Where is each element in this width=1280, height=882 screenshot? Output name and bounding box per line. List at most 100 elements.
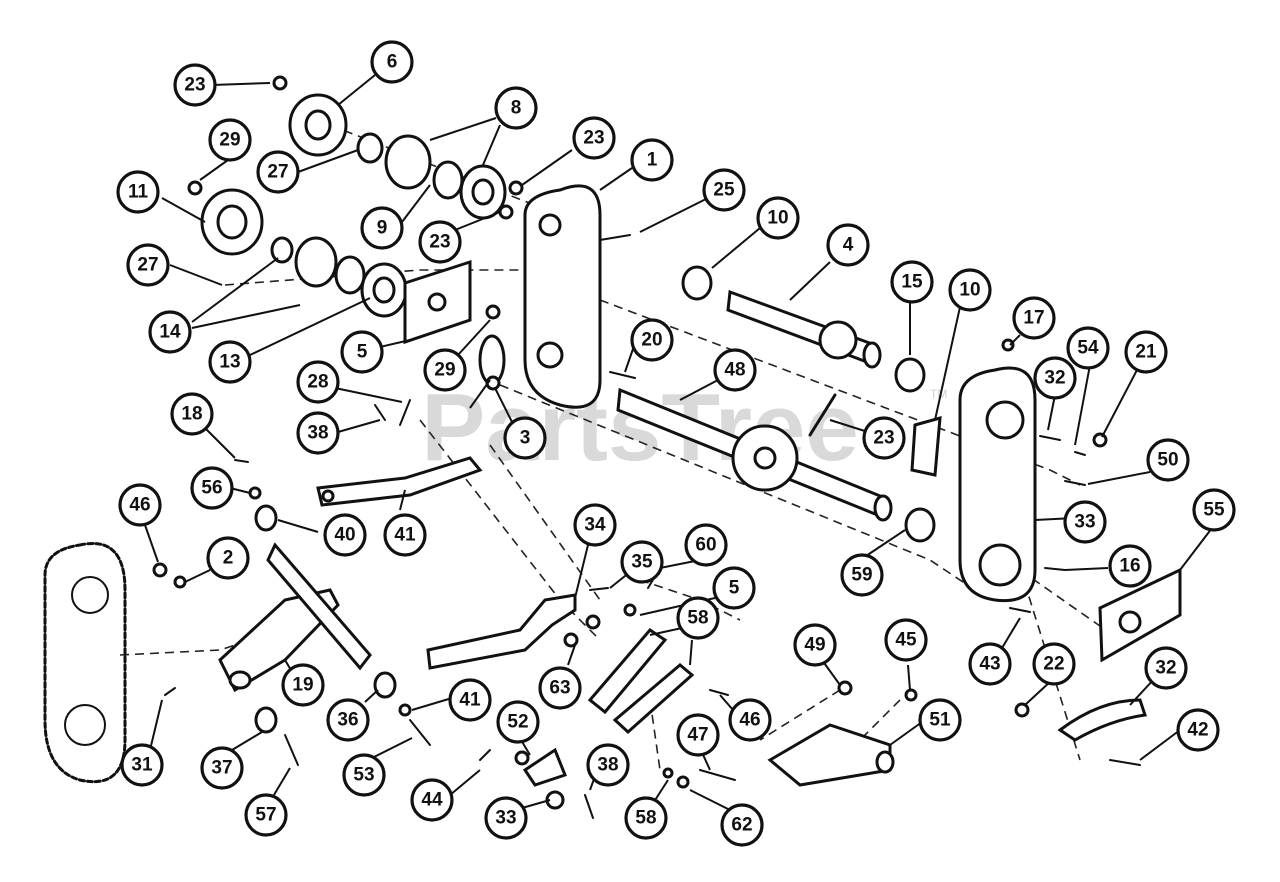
callout-42: 42 xyxy=(1176,708,1220,752)
callout-label: 23 xyxy=(873,428,894,449)
callout-label: 44 xyxy=(421,790,443,811)
callout-label: 52 xyxy=(507,712,528,733)
callout-label: 11 xyxy=(128,182,149,203)
callout-label: 27 xyxy=(267,162,288,183)
callout-46: 46 xyxy=(728,698,772,742)
callout-label: 45 xyxy=(895,630,917,651)
callout-51: 51 xyxy=(918,698,962,742)
callout-label: 37 xyxy=(211,758,232,779)
callout-5: 5 xyxy=(712,566,756,610)
callout-label: 34 xyxy=(584,515,606,536)
callout-label: 27 xyxy=(137,255,158,276)
callout-41: 41 xyxy=(448,678,492,722)
callout-label: 60 xyxy=(695,535,716,556)
callout-label: 46 xyxy=(129,495,150,516)
callout-label: 18 xyxy=(181,404,202,425)
callout-label: 42 xyxy=(1187,720,1208,741)
callout-label: 35 xyxy=(631,552,653,573)
callout-44: 44 xyxy=(410,778,454,822)
callout-label: 3 xyxy=(520,428,531,449)
callout-label: 10 xyxy=(767,208,788,229)
callout-label: 29 xyxy=(219,130,240,151)
callout-label: 38 xyxy=(307,423,328,444)
callout-label: 15 xyxy=(901,272,923,293)
callout-28: 28 xyxy=(296,360,340,404)
callout-label: 9 xyxy=(377,218,388,239)
callout-43: 43 xyxy=(968,642,1012,686)
callout-37: 37 xyxy=(200,746,244,790)
callout-label: 23 xyxy=(583,128,604,149)
callout-19: 19 xyxy=(281,663,325,707)
callout-11: 11 xyxy=(116,170,160,214)
callout-56: 56 xyxy=(190,466,234,510)
callout-60: 60 xyxy=(684,523,728,567)
callout-53: 53 xyxy=(342,753,386,797)
callout-58: 58 xyxy=(624,796,668,840)
callout-54: 54 xyxy=(1066,326,1110,370)
callout-38: 38 xyxy=(586,743,630,787)
callout-label: 31 xyxy=(131,755,153,776)
callout-32: 32 xyxy=(1144,646,1188,690)
callout-label: 33 xyxy=(495,808,516,829)
callout-label: 29 xyxy=(434,360,455,381)
callout-label: 43 xyxy=(979,654,1000,675)
callout-label: 23 xyxy=(184,75,205,96)
callout-label: 53 xyxy=(353,765,374,786)
callout-label: 23 xyxy=(429,232,450,253)
callout-label: 32 xyxy=(1155,658,1176,679)
callout-label: 58 xyxy=(687,608,708,629)
callout-52: 52 xyxy=(496,700,540,744)
callout-8: 8 xyxy=(494,86,538,130)
callout-label: 33 xyxy=(1074,512,1095,533)
callout-14: 14 xyxy=(148,310,192,354)
callout-50: 50 xyxy=(1146,438,1190,482)
callout-4: 4 xyxy=(826,223,870,267)
callout-label: 14 xyxy=(159,322,181,343)
callout-32: 32 xyxy=(1033,356,1077,400)
callout-27: 27 xyxy=(256,150,300,194)
callout-label: 57 xyxy=(255,805,276,826)
callout-59: 59 xyxy=(840,553,884,597)
callout-label: 40 xyxy=(334,525,355,546)
callout-label: 41 xyxy=(394,525,416,546)
callout-35: 35 xyxy=(620,540,664,584)
callout-48: 48 xyxy=(713,348,757,392)
callout-58: 58 xyxy=(676,596,720,640)
watermark-trademark: TM xyxy=(930,387,947,401)
callout-5: 5 xyxy=(340,330,384,374)
callout-label: 48 xyxy=(724,360,745,381)
callout-29: 29 xyxy=(423,348,467,392)
callout-23: 23 xyxy=(418,220,462,264)
callout-18: 18 xyxy=(170,392,214,436)
callout-63: 63 xyxy=(538,666,582,710)
callout-label: 25 xyxy=(713,180,735,201)
callout-label: 10 xyxy=(959,280,980,301)
callout-40: 40 xyxy=(323,513,367,557)
callout-16: 16 xyxy=(1108,544,1152,588)
callout-33: 33 xyxy=(484,796,528,840)
callout-label: 1 xyxy=(647,150,658,171)
callout-label: 21 xyxy=(1135,342,1157,363)
callout-45: 45 xyxy=(884,618,928,662)
callout-label: 55 xyxy=(1203,500,1225,521)
callout-label: 13 xyxy=(219,352,240,373)
callout-23: 23 xyxy=(862,416,906,460)
callout-label: 17 xyxy=(1023,308,1044,329)
callout-6: 6 xyxy=(370,40,414,84)
callout-label: 51 xyxy=(929,710,951,731)
callout-41: 41 xyxy=(383,513,427,557)
callout-15: 15 xyxy=(890,260,934,304)
callout-57: 57 xyxy=(244,793,288,837)
callout-label: 16 xyxy=(1119,556,1140,577)
callout-label: 41 xyxy=(459,690,481,711)
callout-10: 10 xyxy=(756,196,800,240)
callout-label: 63 xyxy=(549,678,570,699)
callout-label: 32 xyxy=(1044,368,1065,389)
callout-label: 50 xyxy=(1157,450,1178,471)
callout-label: 19 xyxy=(292,675,313,696)
callout-label: 47 xyxy=(687,725,708,746)
callout-49: 49 xyxy=(793,623,837,667)
